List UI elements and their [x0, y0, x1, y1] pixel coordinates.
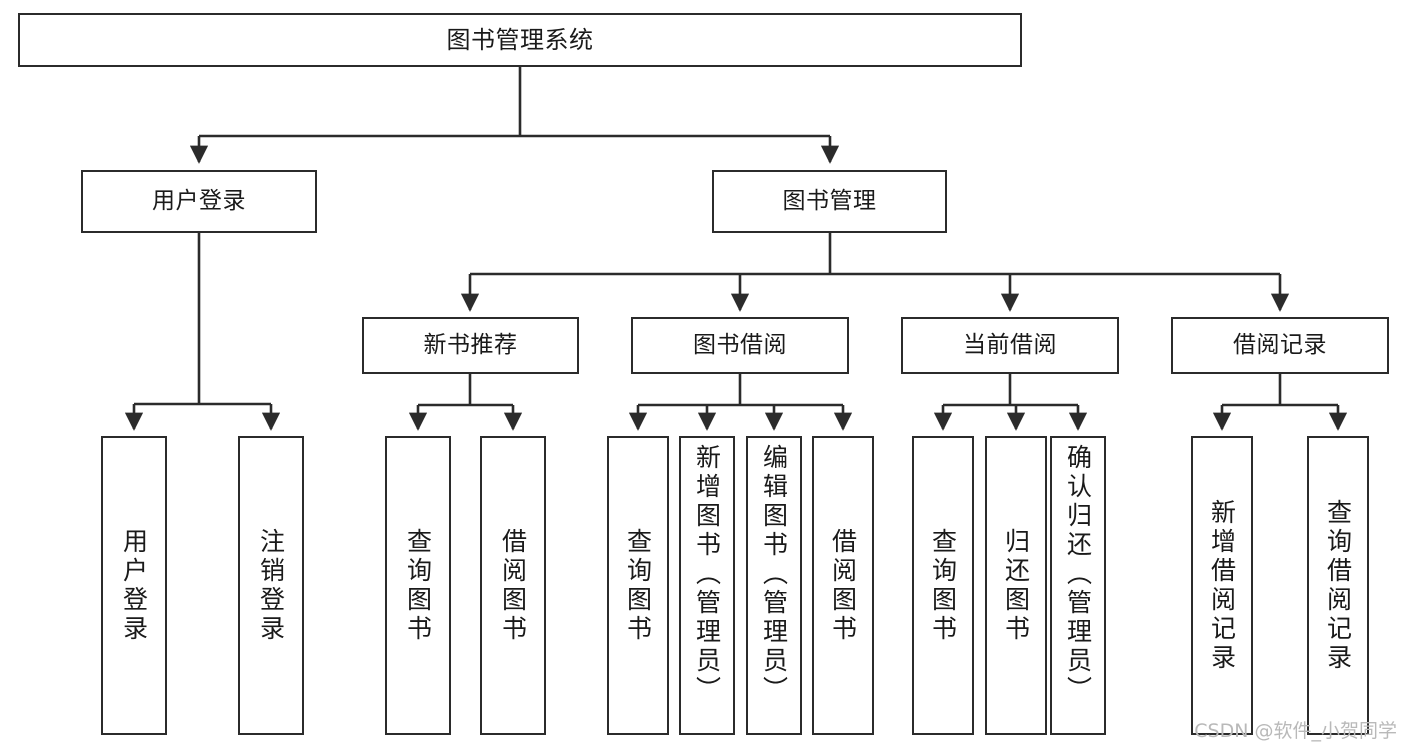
node-book-management[interactable]: 图书管理: [712, 170, 947, 233]
node-new-book-recommend-label: 新书推荐: [423, 331, 518, 358]
leaf-query-book-borrow[interactable]: 查询图书: [607, 436, 669, 735]
leaf-confirm-return-admin[interactable]: 确认归还（管理员）: [1050, 436, 1106, 735]
leaf-logout-label: 注销登录: [256, 527, 286, 644]
node-current-borrow-label: 当前借阅: [963, 331, 1057, 358]
node-book-management-label: 图书管理: [782, 187, 877, 214]
leaf-query-borrow-record-label: 查询借阅记录: [1323, 498, 1353, 673]
node-borrow-record-label: 借阅记录: [1233, 331, 1327, 358]
leaf-query-book-current-label: 查询图书: [928, 527, 958, 644]
leaf-return-book-label: 归还图书: [1001, 527, 1031, 644]
leaf-query-book-recommend[interactable]: 查询图书: [385, 436, 451, 735]
leaf-borrow-book-recommend-label: 借阅图书: [498, 527, 528, 644]
node-root[interactable]: 图书管理系统: [18, 13, 1022, 67]
leaf-user-login-label: 用户登录: [119, 527, 149, 644]
leaf-query-book-recommend-label: 查询图书: [403, 527, 433, 644]
leaf-edit-book-admin-label: 编辑图书（管理员）: [759, 444, 789, 705]
leaf-query-borrow-record[interactable]: 查询借阅记录: [1307, 436, 1369, 735]
leaf-return-book[interactable]: 归还图书: [985, 436, 1047, 735]
leaf-edit-book-admin[interactable]: 编辑图书（管理员）: [746, 436, 802, 735]
node-new-book-recommend[interactable]: 新书推荐: [362, 317, 579, 374]
leaf-add-book-admin-label: 新增图书（管理员）: [692, 444, 722, 705]
node-user-login[interactable]: 用户登录: [81, 170, 317, 233]
leaf-add-borrow-record[interactable]: 新增借阅记录: [1191, 436, 1253, 735]
leaf-add-book-admin[interactable]: 新增图书（管理员）: [679, 436, 735, 735]
leaf-user-login[interactable]: 用户登录: [101, 436, 167, 735]
node-borrow-record[interactable]: 借阅记录: [1171, 317, 1389, 374]
node-book-borrow[interactable]: 图书借阅: [631, 317, 849, 374]
leaf-borrow-book[interactable]: 借阅图书: [812, 436, 874, 735]
leaf-borrow-book-label: 借阅图书: [828, 527, 858, 644]
leaf-borrow-book-recommend[interactable]: 借阅图书: [480, 436, 546, 735]
leaf-logout[interactable]: 注销登录: [238, 436, 304, 735]
node-book-borrow-label: 图书借阅: [693, 331, 787, 358]
node-root-label: 图书管理系统: [446, 25, 594, 54]
node-current-borrow[interactable]: 当前借阅: [901, 317, 1119, 374]
leaf-confirm-return-admin-label: 确认归还（管理员）: [1063, 444, 1093, 705]
leaf-query-book-borrow-label: 查询图书: [623, 527, 653, 644]
leaf-add-borrow-record-label: 新增借阅记录: [1207, 498, 1237, 673]
node-user-login-label: 用户登录: [152, 187, 246, 214]
watermark-text: CSDN @软件_小贺同学: [1194, 720, 1397, 742]
leaf-query-book-current[interactable]: 查询图书: [912, 436, 974, 735]
